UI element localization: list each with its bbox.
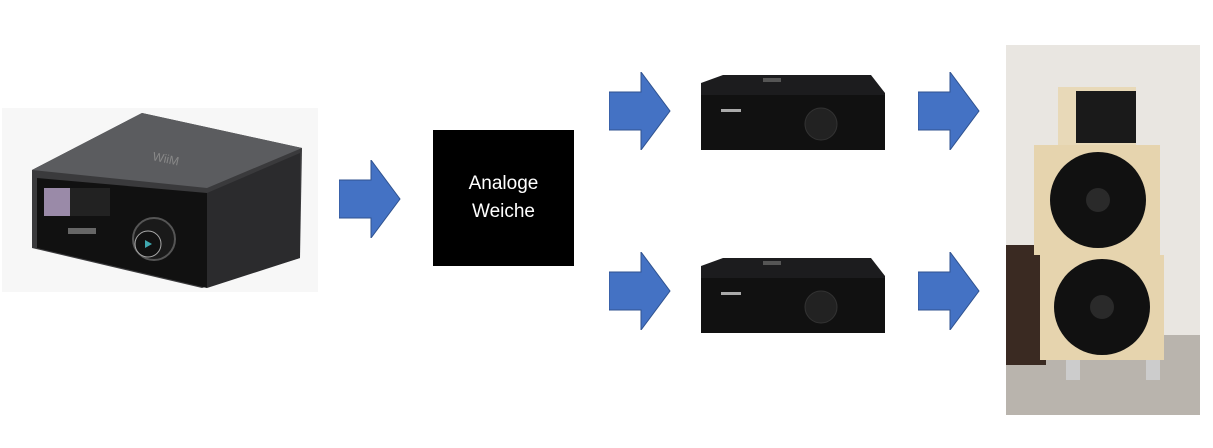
crossover-label-line1: Analoge [468, 173, 539, 194]
arrow-right-icon [339, 160, 401, 238]
arrow-right-icon [918, 252, 980, 330]
crossover-label-line2: Weiche [471, 201, 535, 222]
streamer-image: WiiM [2, 108, 318, 292]
arrow-right-icon [918, 72, 980, 150]
arrow-right-icon [609, 72, 671, 150]
arrow-right-icon [609, 252, 671, 330]
amplifier-image-top [693, 75, 889, 153]
amplifier-image-bottom [693, 258, 889, 336]
speaker-photo [1006, 45, 1200, 415]
svg-text:WiiM: WiiM [151, 149, 180, 168]
